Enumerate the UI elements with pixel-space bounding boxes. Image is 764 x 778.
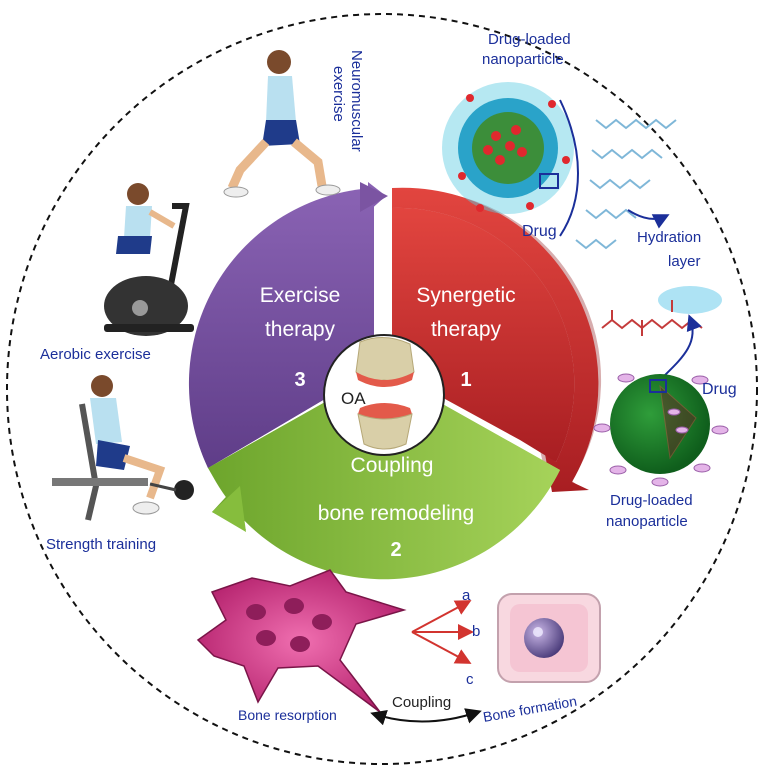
synergetic-line2: therapy [431,318,502,341]
runner-figure-icon [223,50,341,198]
strength-training-label: Strength training [46,536,156,553]
coupling-double-arrow [370,708,482,726]
hydration-boundary-line [559,99,579,237]
osteoblast-cell-icon [497,593,601,683]
exercise-line1: Exercise [260,284,341,307]
coupling-number: 2 [390,539,401,561]
coupling-fill [208,370,560,579]
coupling-label: Coupling [392,694,451,711]
synergetic-number: 1 [460,369,471,391]
arrow-c-label: c [466,671,474,688]
polymer-chains-icon [575,118,677,250]
drug-right-label: Drug [702,381,737,398]
drug-loaded-top-1: Drug-loaded [488,31,571,48]
molecule-structure-icon [601,286,722,336]
synergetic-therapy-fill [392,207,575,462]
green-nanoparticle-icon [593,373,729,487]
exercise-therapy-fill [188,188,374,468]
exercise-arrowhead [360,182,388,212]
hydration-label-1: Hydration [637,229,701,246]
zoom-box-top [539,173,559,189]
center-circle [323,334,445,456]
center-oa-label: OA [341,389,366,408]
arrow-a-label: a [462,587,471,604]
coupling-line1: Coupling [351,454,434,477]
abc-arrows [411,600,474,664]
outer-dashed-circle [6,13,758,765]
hydration-label-2: layer [668,253,701,270]
drug-top-label: Drug [522,223,557,240]
exercise-bike-icon [104,183,194,336]
neuromuscular-label-2: exercise [330,66,347,122]
micelle-nanoparticle-icon [442,82,574,214]
coupling-arrowhead [212,486,246,532]
neuromuscular-label-1: Neuromuscular [348,50,365,152]
leg-press-icon [52,375,194,521]
drug-loaded-bottom-1: Drug-loaded [610,492,693,509]
osteoclast-cell-icon [196,569,407,713]
bone-resorption-label: Bone resorption [238,707,337,723]
aerobic-exercise-label: Aerobic exercise [40,346,151,363]
synergetic-therapy-segment [392,187,599,493]
zoom-box-bottom [649,379,667,393]
exercise-number: 3 [294,369,305,391]
drug-loaded-bottom-2: nanoparticle [606,513,688,530]
molecule-arrow [659,314,702,381]
knee-joint-icon [355,337,415,450]
drug-loaded-top-2: nanoparticle [482,51,564,68]
arrow-b-label: b [472,623,480,640]
synergetic-line1: Synergetic [416,284,515,307]
bone-formation-label: Bone formation [482,693,578,725]
exercise-line2: therapy [265,318,336,341]
hydration-arrow [627,209,670,229]
coupling-line2: bone remodeling [318,502,474,525]
